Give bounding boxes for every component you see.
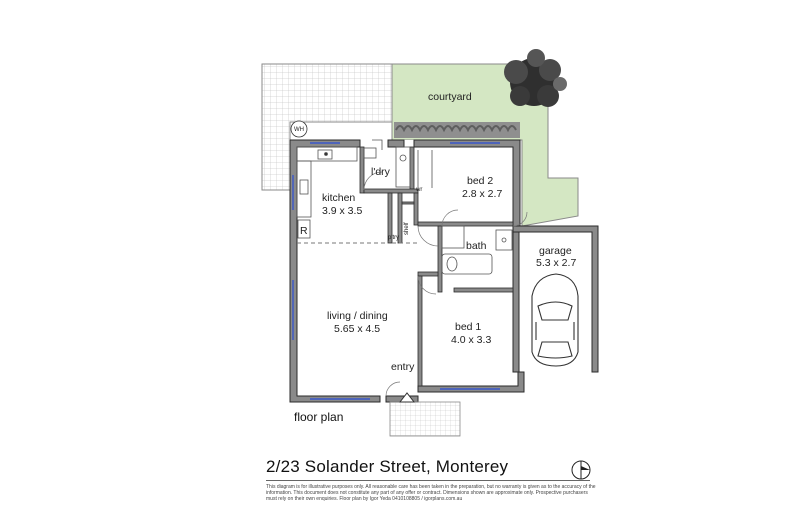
windows [292, 142, 500, 400]
hedge [394, 122, 520, 138]
tree-icon [504, 49, 567, 107]
bed2-dims: 2.8 x 2.7 [462, 188, 502, 200]
disclaimer-text: This diagram is for illustrative purpose… [266, 484, 596, 503]
living-dims: 5.65 x 4.5 [334, 323, 380, 335]
divider [266, 480, 590, 481]
shelf-label: shelf [404, 222, 410, 235]
garage-dims: 5.3 x 2.7 [536, 257, 576, 269]
laundry-fixtures [363, 139, 411, 188]
water-heater-icon [290, 120, 308, 138]
garage-label: garage [539, 245, 572, 257]
laundry-label: l'dry [371, 166, 391, 178]
bed1-dims: 4.0 x 3.3 [451, 334, 491, 346]
bed2-label: bed 2 [467, 175, 493, 187]
wr-label: wr [415, 187, 422, 193]
water-heater-label: WH [294, 127, 304, 133]
living-label: living / dining [327, 310, 388, 322]
fridge-label: R [300, 225, 308, 237]
floor-plan-label: floor plan [294, 410, 344, 424]
pantry-label: p'try [388, 235, 399, 241]
courtyard-label: courtyard [428, 91, 472, 103]
interior-walls [359, 146, 514, 387]
kitchen-bench [296, 146, 358, 239]
property-address: 2/23 Solander Street, Monterey [266, 457, 509, 476]
floor-plan-drawing: R [261, 49, 599, 437]
bed2-robe [417, 150, 433, 188]
kitchen-label: kitchen [322, 192, 355, 204]
kitchen-dims: 3.9 x 3.5 [322, 205, 362, 217]
bath-fixtures [441, 225, 513, 275]
building-floor [290, 140, 598, 402]
entry-paving [389, 401, 461, 437]
door-swings [363, 171, 528, 397]
entry-arrow-icon [398, 392, 416, 403]
bath-label: bath [466, 240, 487, 252]
north-arrow-icon [571, 460, 591, 480]
entry-label: entry [391, 361, 415, 373]
car-icon [531, 273, 579, 367]
bed1-label: bed 1 [455, 321, 481, 333]
